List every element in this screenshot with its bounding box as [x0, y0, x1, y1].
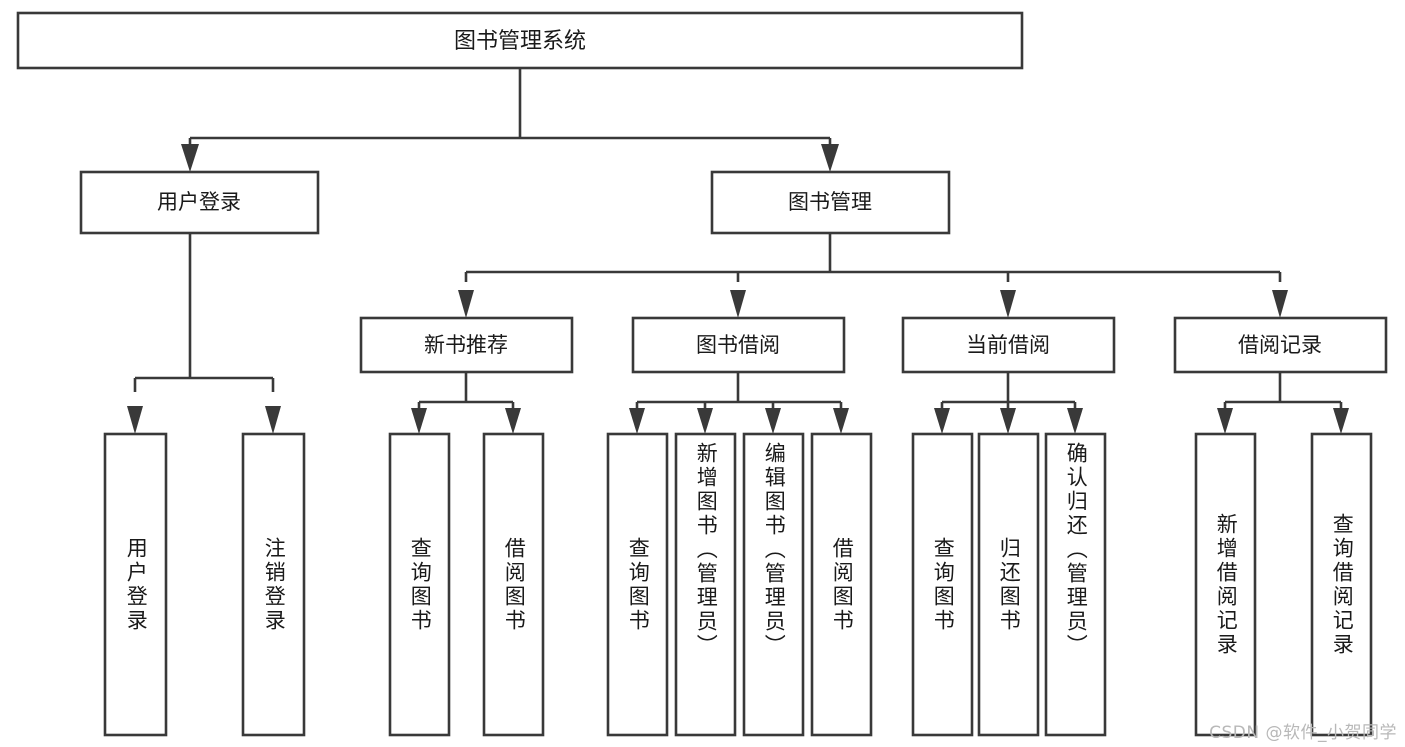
- node-new-book-recommend-label: 新书推荐: [424, 333, 508, 357]
- node-user-login-box[interactable]: [79, 170, 320, 235]
- arrow-head-leaf-query-book-2: [629, 408, 645, 434]
- node-book-management[interactable]: 图书管理: [710, 170, 951, 235]
- node-leaf-edit-book-box[interactable]: [742, 432, 805, 737]
- arrow-head-leaf-borrow-book-1: [505, 408, 521, 434]
- arrow-head-book-borrow: [730, 290, 746, 318]
- connector-layer: [127, 68, 1349, 434]
- node-leaf-user-login-box[interactable]: [103, 432, 168, 737]
- arrow-head-leaf-edit-book: [765, 408, 781, 434]
- arrow-head-leaf-confirm-return: [1067, 408, 1083, 434]
- node-book-management-label: 图书管理: [788, 190, 872, 214]
- node-leaf-add-record-box[interactable]: [1194, 432, 1257, 737]
- arrow-head-new-book-recommend: [458, 290, 474, 318]
- node-current-borrow[interactable]: 当前借阅: [901, 316, 1116, 374]
- arrow-head-leaf-add-book: [697, 408, 713, 434]
- arrow-head-leaf-borrow-book-2: [833, 408, 849, 434]
- node-borrow-record-label: 借阅记录: [1238, 333, 1322, 357]
- arrow-head-user-login: [181, 144, 199, 172]
- node-leaf-query-book-3-box[interactable]: [911, 432, 974, 737]
- node-current-borrow-label: 当前借阅: [966, 333, 1050, 357]
- arrow-head-leaf-logout-login: [265, 406, 281, 434]
- arrow-head-borrow-record: [1272, 290, 1288, 318]
- arrow-head-leaf-query-record: [1333, 408, 1349, 434]
- node-leaf-borrow-book-1-box[interactable]: [482, 432, 545, 737]
- node-leaf-add-book-box[interactable]: [674, 432, 737, 737]
- node-borrow-record-box[interactable]: [1173, 316, 1388, 374]
- node-leaf-query-book-1-box[interactable]: [388, 432, 451, 737]
- node-borrow-record[interactable]: 借阅记录: [1173, 316, 1388, 374]
- arrow-head-book-management: [821, 144, 839, 172]
- node-title[interactable]: 图书管理系统: [16, 11, 1024, 70]
- arrow-head-current-borrow: [1000, 290, 1016, 318]
- node-new-book-recommend-box[interactable]: [359, 316, 574, 374]
- arrow-head-leaf-user-login: [127, 406, 143, 434]
- csdn-watermark: CSDN @软件_小贺同学: [1209, 723, 1397, 743]
- node-leaf-return-book-box[interactable]: [977, 432, 1040, 737]
- node-title-label: 图书管理系统: [454, 29, 586, 54]
- node-book-borrow-box[interactable]: [631, 316, 846, 374]
- node-user-login-label: 用户登录: [157, 190, 241, 214]
- node-book-borrow[interactable]: 图书借阅: [631, 316, 846, 374]
- node-user-login[interactable]: 用户登录: [79, 170, 320, 235]
- arrow-head-leaf-query-book-3: [934, 408, 950, 434]
- node-leaf-query-record-box[interactable]: [1310, 432, 1373, 737]
- node-current-borrow-box[interactable]: [901, 316, 1116, 374]
- node-leaf-borrow-book-2-box[interactable]: [810, 432, 873, 737]
- node-leaf-logout-login-box[interactable]: [241, 432, 306, 737]
- node-title-box[interactable]: [16, 11, 1024, 70]
- node-book-borrow-label: 图书借阅: [696, 333, 780, 357]
- node-new-book-recommend[interactable]: 新书推荐: [359, 316, 574, 374]
- arrow-head-leaf-query-book-1: [411, 408, 427, 434]
- arrow-head-leaf-add-record: [1217, 408, 1233, 434]
- node-book-management-box[interactable]: [710, 170, 951, 235]
- node-leaf-query-book-2-box[interactable]: [606, 432, 669, 737]
- node-leaf-confirm-return-box[interactable]: [1044, 432, 1107, 737]
- arrow-head-leaf-return-book: [1000, 408, 1016, 434]
